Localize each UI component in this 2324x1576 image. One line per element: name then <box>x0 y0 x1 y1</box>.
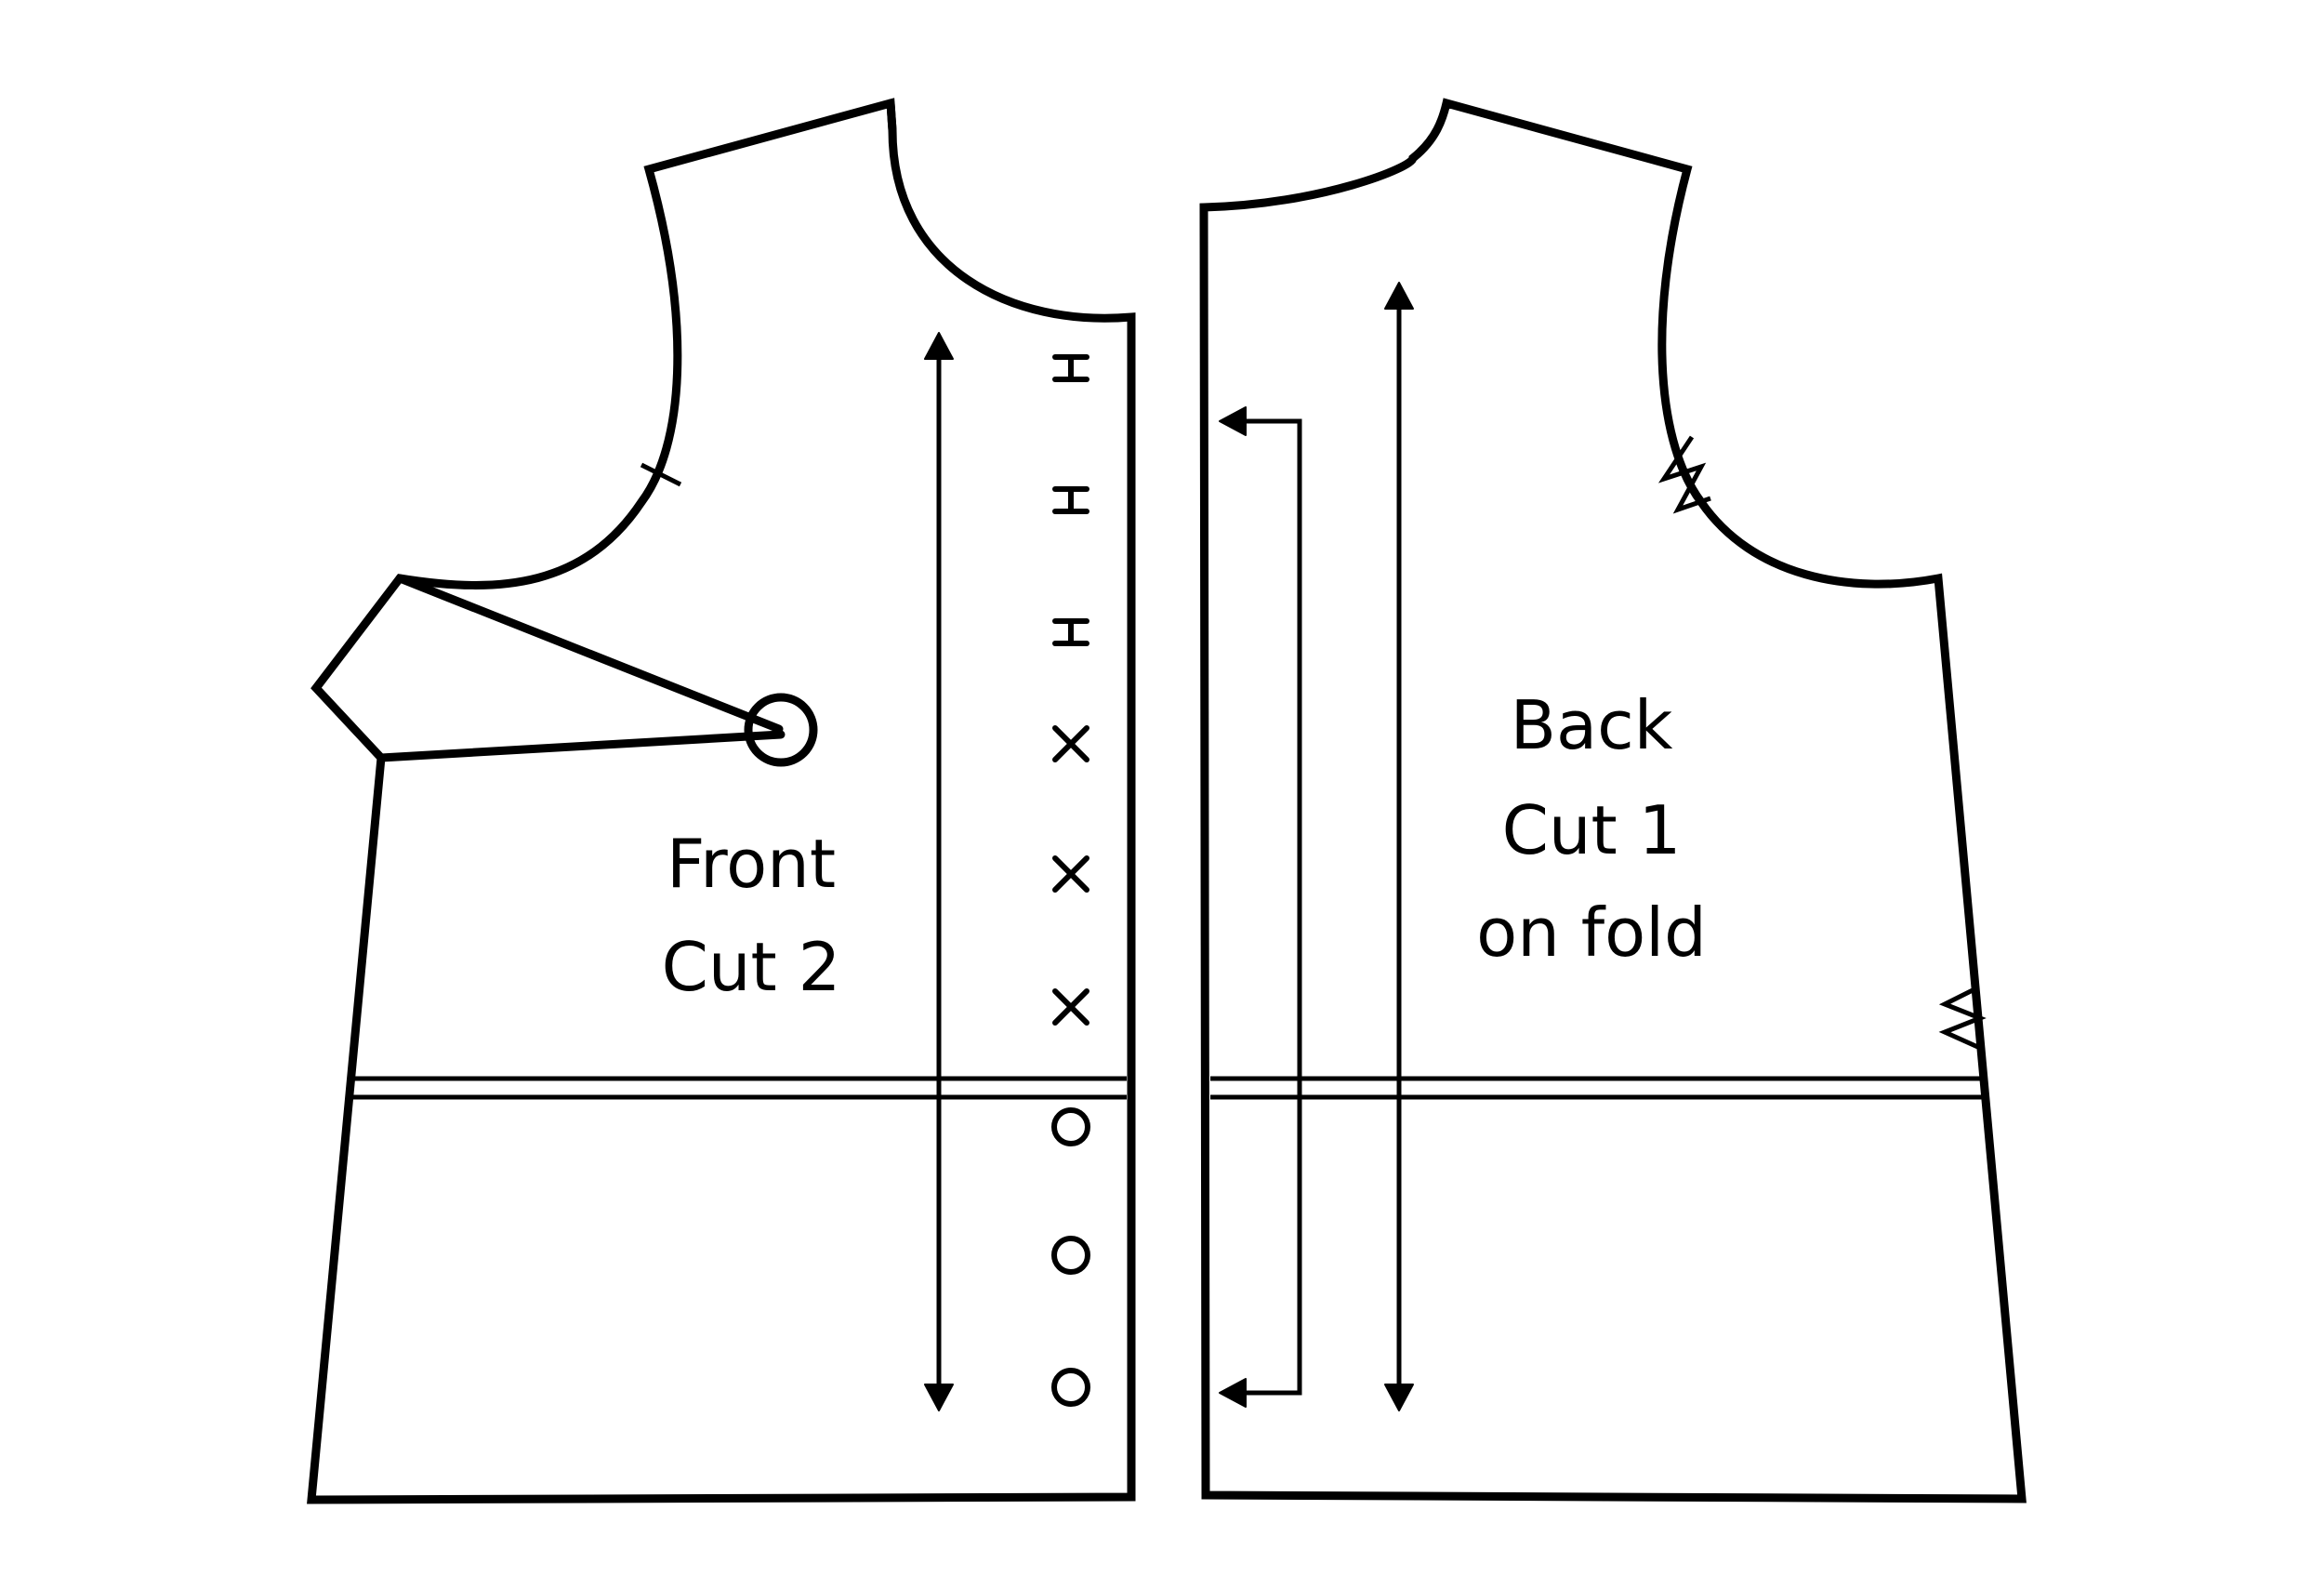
front-label-line2: Cut 2 <box>662 928 841 1006</box>
bar-mark <box>1052 618 1089 646</box>
back-grainline <box>1384 282 1414 1411</box>
circle-mark <box>1051 1107 1090 1146</box>
dart-point-circle <box>744 693 818 767</box>
circle-mark <box>1051 1236 1090 1275</box>
front-pattern-piece: Front Cut 2 <box>307 98 1136 1504</box>
cross-mark <box>1052 855 1089 893</box>
cross-mark <box>1052 988 1089 1026</box>
center-front-markings <box>1051 354 1090 1407</box>
front-waist-line <box>351 1076 1127 1100</box>
back-armhole-double-notch <box>1657 435 1711 514</box>
back-label-line1: Back <box>1511 686 1673 764</box>
back-outline <box>1199 98 2027 1503</box>
back-label-line2: Cut 1 <box>1502 791 1682 869</box>
circle-mark <box>1051 1368 1090 1407</box>
front-armhole-notch <box>640 462 682 487</box>
cross-mark <box>1052 725 1089 762</box>
back-side-double-notch <box>1938 985 1987 1052</box>
front-outline <box>307 98 1136 1504</box>
bust-dart <box>376 574 818 767</box>
back-label-line3: on fold <box>1476 894 1707 972</box>
place-on-fold-bracket <box>1219 406 1302 1408</box>
bar-mark <box>1052 354 1089 382</box>
front-label-line1: Front <box>667 825 836 903</box>
back-waist-line <box>1210 1076 1983 1100</box>
front-grainline <box>924 332 954 1411</box>
bar-mark <box>1052 486 1089 514</box>
front-neck-shoulder-corner <box>886 99 897 135</box>
back-pattern-piece: Back Cut 1 on fold <box>1199 98 2027 1503</box>
